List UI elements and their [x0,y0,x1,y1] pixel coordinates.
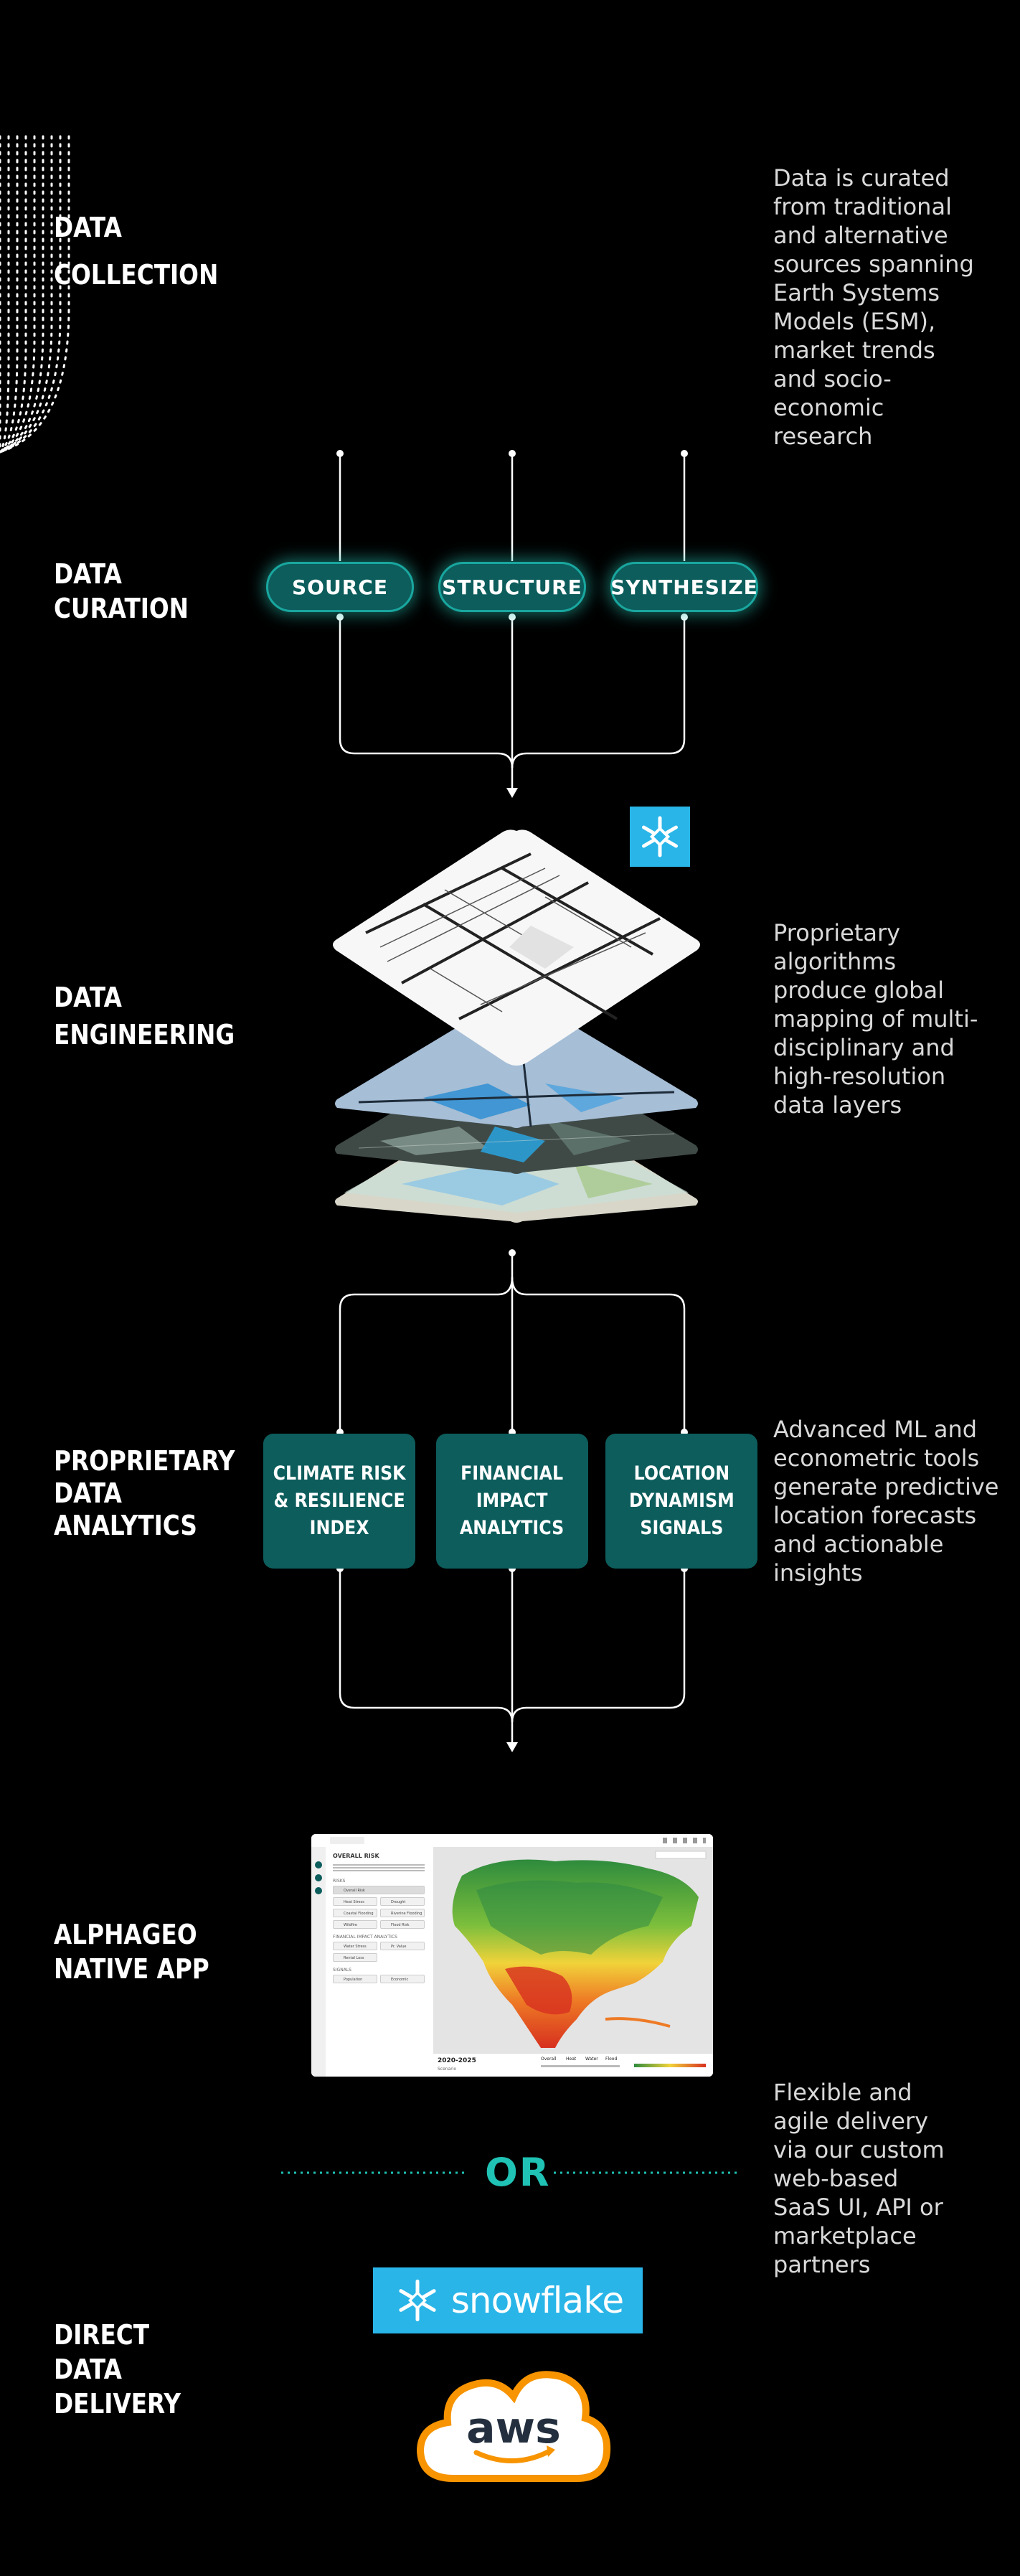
app-topbar [311,1834,713,1848]
app-legend-bar [634,2064,706,2067]
app-top-icons [663,1838,706,1843]
app-search [330,1837,364,1844]
dotted-funnels [0,135,70,453]
aws-logo: aws [416,2371,611,2482]
box-financial-impact: FINANCIAL IMPACT ANALYTICS [436,1434,588,1569]
aws-wordmark: aws [466,2403,561,2453]
pill-synthesize: SYNTHESIZE [610,562,758,612]
app-item: Rental Loss [333,1953,377,1962]
north-america-risk-map [433,1847,713,2054]
solid-connectors [339,453,686,1744]
label-data-curation: DATA CURATION [54,558,189,624]
app-item: Economic [380,1975,425,1983]
box-location-dynamism: LOCATION DYNAMISM SIGNALS [605,1434,757,1569]
snowflake-icon [642,816,678,857]
app-item: Flood Risk [380,1920,425,1929]
label-proprietary-data-analytics: PROPRIETARY DATA ANALYTICS [54,1445,235,1541]
box-climate-risk: CLIMATE RISK & RESILIENCE INDEX [263,1434,415,1569]
snowflake-small-badge [630,807,690,867]
app-year-range: 2020-2025 [438,2057,476,2064]
label-data-collection: DATA COLLECTION [54,212,219,291]
app-timeline: 2020-2025 Scenario Overall Heat Water Fl… [433,2053,713,2077]
app-scenario: Scenario [438,2067,457,2072]
label-direct-data-delivery: DIRECT DATA DELIVERY [54,2319,181,2420]
app-tab: Flood [605,2056,618,2062]
or-label: OR [485,2150,551,2195]
label-alphageo-native-app: ALPHAGEO NATIVE APP [54,1919,209,1985]
cloud-icon [416,2371,611,2482]
app-tab: Water [585,2056,598,2062]
app-item: Pr. Value [380,1942,425,1950]
pill-structure: STRUCTURE [438,562,586,612]
app-section-signals: SIGNALS [333,1968,351,1973]
layered-map-stack [333,829,700,1223]
app-map [433,1847,713,2054]
app-tab: Overall [541,2056,557,2062]
app-nav-rail [311,1847,326,2077]
app-screenshot: OVERALL RISK RISKS Overall Risk Heat Str… [311,1834,713,2077]
desc-data-engineering: Proprietary algorithms produce global ma… [773,919,978,1119]
app-tab: Heat [566,2056,577,2062]
snowflake-wordmark: snowflake [450,2280,624,2321]
app-sidebar: OVERALL RISK RISKS Overall Risk Heat Str… [326,1847,434,2077]
app-item: Wildfire [333,1920,377,1929]
app-section-fin: FINANCIAL IMPACT ANALYTICS [333,1935,397,1940]
app-item: Heat Stress [333,1897,377,1906]
pill-source: SOURCE [266,562,414,612]
app-section-risks: RISKS [333,1879,346,1884]
app-item: Population [333,1975,377,1983]
app-item: Overall Risk [333,1886,425,1894]
app-item: Coastal Flooding [333,1909,377,1917]
arrowheads [506,788,518,1752]
snowflake-logo: snowflake [373,2267,643,2333]
snowflake-icon [399,2279,436,2322]
aws-smile [473,2448,552,2463]
app-item: Drought [380,1897,425,1906]
app-item: Riverine Flooding [380,1909,425,1917]
app-panel-title: OVERALL RISK [333,1853,379,1859]
map-layer-roads [333,829,700,1066]
app-item: Water Stress [333,1942,377,1950]
desc-data-collection: Data is curated from traditional and alt… [773,164,974,450]
desc-data-analytics: Advanced ML and econometric tools genera… [773,1416,999,1587]
label-data-engineering: DATA ENGINEERING [54,982,235,1050]
desc-data-delivery: Flexible and agile delivery via our cust… [773,2079,945,2278]
